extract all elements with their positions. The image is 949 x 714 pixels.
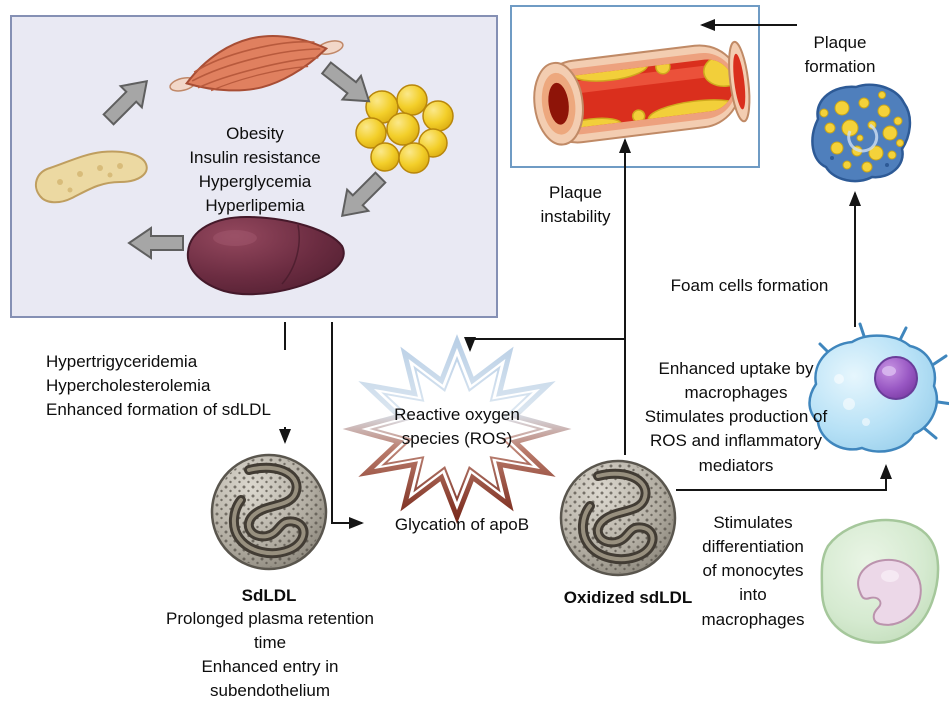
plaque-instability-label: Plaque instability (540, 183, 611, 227)
cycle-arrow-liver-to-pancreas (128, 227, 184, 259)
blood-vessel-illustration (533, 40, 751, 146)
ros-starburst (342, 334, 572, 524)
branch-to-ros-arrow (464, 337, 625, 352)
fat-cells-illustration (355, 84, 454, 174)
cycle-to-glycation-arrow (331, 322, 364, 529)
oxidized-sdldl-effects-text: Enhanced uptake by macrophages Stimulate… (644, 359, 828, 475)
glycation-label: Glycation of apoB (394, 515, 530, 534)
sdldl-label: SdLDL (241, 586, 297, 605)
oxidized-sdldl-particle (561, 461, 675, 575)
monocyte-differentiation-text: Stimulates differentiation of monocytes … (701, 513, 805, 629)
sdldl-particle (212, 455, 326, 569)
left-effects-text: Hypertrigyceridemia Hypercholesterolemia… (46, 352, 271, 420)
oxldl-to-macrophage-arrow (676, 464, 892, 491)
liver-illustration (186, 215, 345, 296)
foam-cells-formation-label: Foam cells formation (670, 276, 829, 295)
oxidized-sdldl-label: Oxidized sdLDL (563, 588, 693, 607)
macrophage-illustration (808, 322, 949, 453)
muscle-illustration (169, 35, 344, 92)
sdldl-properties-text: Prolonged plasma retention time Enhanced… (166, 609, 374, 701)
monocyte-illustration (820, 518, 940, 644)
plaque-formation-label: Plaque formation (804, 33, 876, 77)
ros-label: Reactive oxygen species (ROS) (394, 405, 520, 449)
plaque-cell-illustration (811, 83, 912, 183)
cycle-center-text: Obesity Insulin resistance Hyperglycemia… (189, 124, 321, 216)
pancreas-illustration (34, 150, 148, 204)
